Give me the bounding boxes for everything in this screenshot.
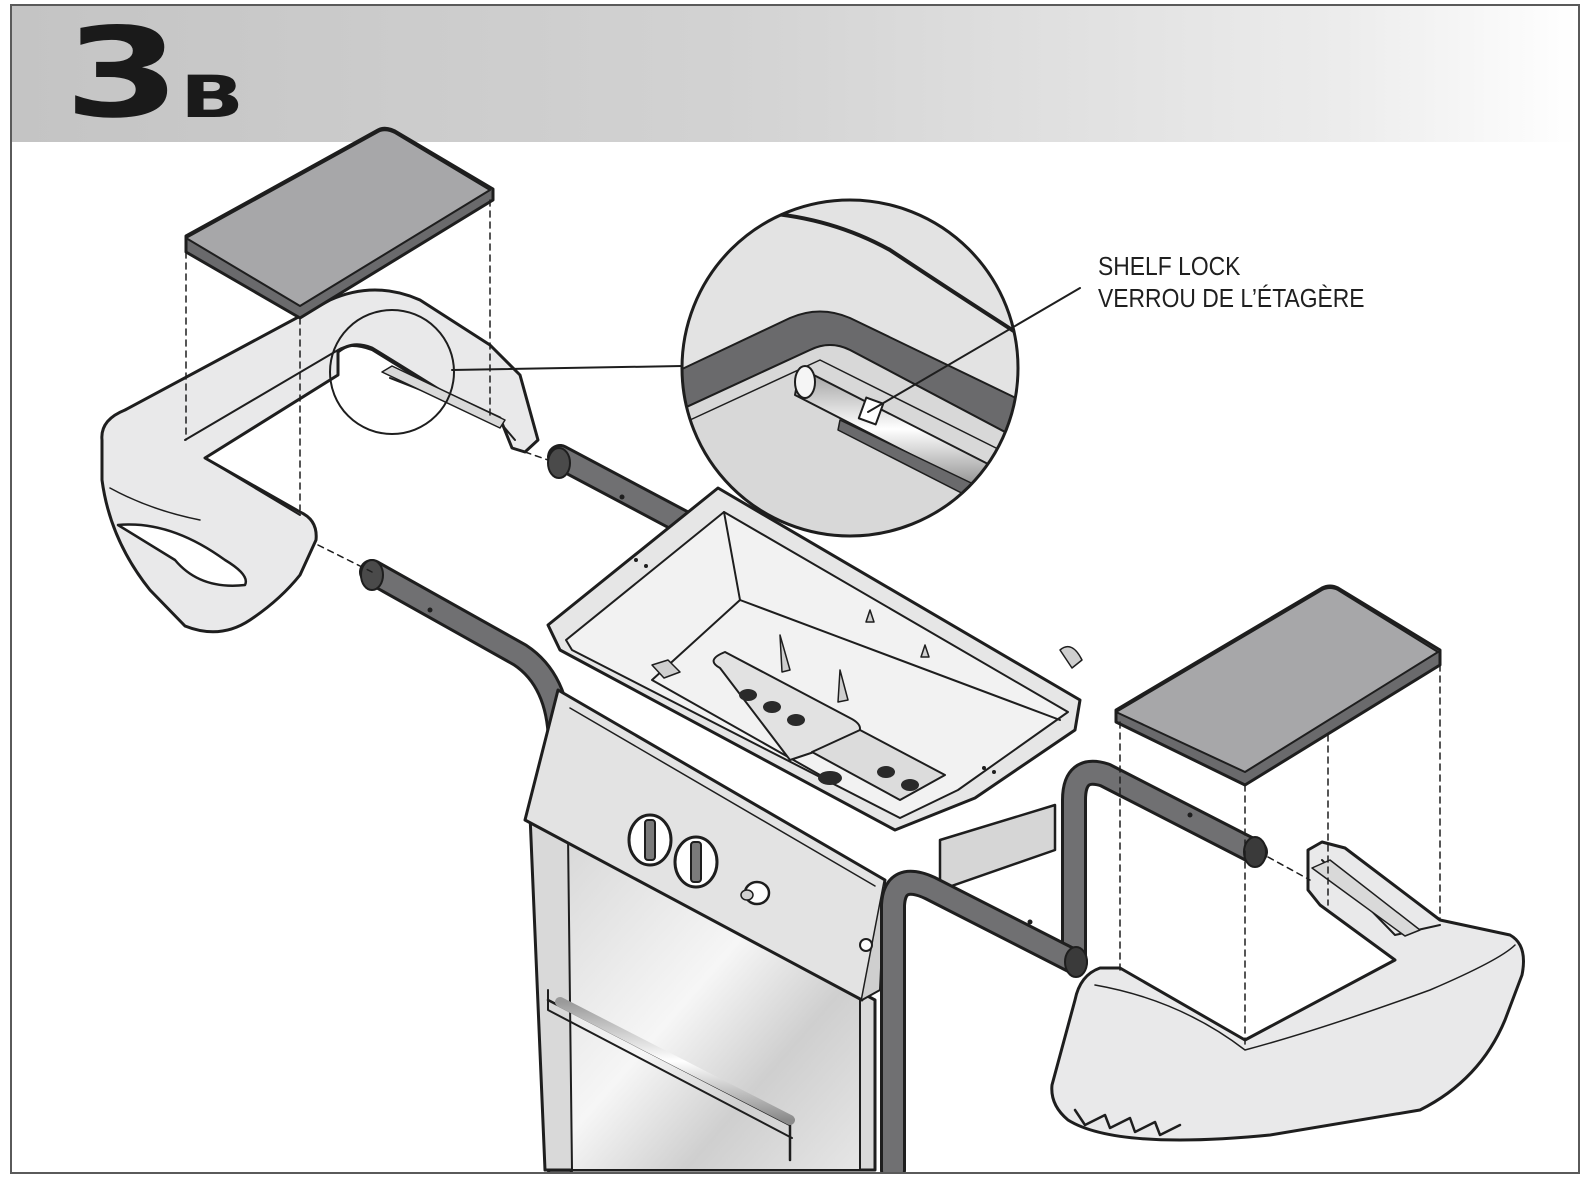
- shelf-lock-detail-view: [680, 198, 1020, 538]
- igniter-button: [740, 880, 771, 906]
- left-alignment-lines: [185, 199, 549, 573]
- left-shelf-frame: [100, 288, 540, 634]
- right-alignment-lines: [1119, 664, 1441, 1046]
- right-shelf-top-panel: [1114, 584, 1442, 787]
- tube-end: [547, 447, 571, 479]
- callout-leader-line: [867, 287, 1081, 413]
- step-header: 3 B: [12, 6, 1578, 142]
- callout-label-french: VERROU DE L’ÉTAGÈRE: [1098, 283, 1365, 313]
- shelf-lock-callout: SHELF LOCK VERROU DE L’ÉTAGÈRE: [1098, 250, 1365, 314]
- step-substep: B: [180, 63, 245, 131]
- left-shelf-top-panel: [184, 126, 495, 320]
- callout-label-english: SHELF LOCK: [1098, 251, 1241, 281]
- right-shelf-frame: [1050, 840, 1525, 1142]
- detail-marker-circle: [329, 309, 455, 435]
- control-knob-1: [627, 813, 673, 867]
- step-number: 3: [64, 4, 181, 146]
- control-knob-2: [673, 835, 719, 889]
